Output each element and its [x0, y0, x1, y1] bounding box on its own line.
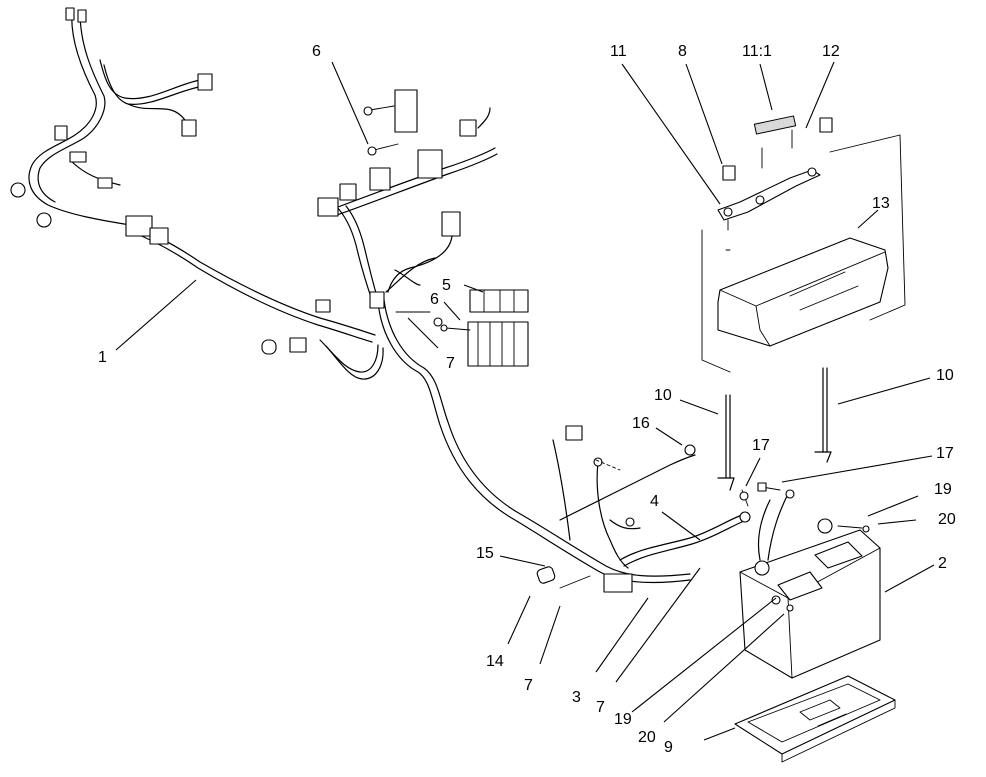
nut-icon: [807, 167, 817, 177]
callout-11: 11: [610, 43, 627, 60]
battery-terminal-icon: [754, 560, 770, 576]
callout-12: 12: [822, 43, 840, 60]
decal-icon: [753, 115, 797, 135]
callout-17-upper: 17: [752, 437, 770, 454]
callout-5: 5: [442, 277, 451, 294]
callout-11-1: 11:1: [742, 43, 772, 60]
callout-6-lower: 6: [430, 291, 439, 308]
fuse-icon: [536, 566, 556, 584]
callout-17-right: 17: [936, 445, 954, 462]
bolt-icon: [757, 482, 767, 492]
fuse-holder-icon: [603, 573, 633, 593]
relay-fuse-block: [395, 289, 529, 367]
screw-icon: [440, 324, 448, 332]
bolt-icon: [771, 595, 781, 605]
callout-2: 2: [938, 555, 947, 572]
leader-lines: [115, 61, 935, 741]
callout-19-lower: 19: [614, 711, 632, 728]
connector-icon: [565, 425, 583, 441]
callout-9: 9: [664, 739, 673, 756]
ring-terminal-icon: [593, 457, 603, 467]
grommet-icon: [36, 212, 52, 228]
callout-3: 3: [572, 689, 581, 706]
junction-block: [125, 215, 153, 237]
callout-16: 16: [632, 415, 650, 432]
callout-7-right: 7: [596, 699, 605, 716]
battery-tray: [734, 675, 896, 763]
connector-icon: [65, 7, 75, 21]
callout-7-left: 7: [524, 677, 533, 694]
bolt-icon: [739, 491, 749, 501]
screw-icon: [367, 146, 377, 156]
upper-harness-branch: [317, 89, 498, 293]
connector-icon: [197, 73, 213, 91]
connector-icon: [149, 227, 169, 245]
ring-terminal-icon: [684, 444, 696, 456]
grommet-icon: [10, 182, 26, 198]
callout-20-right: 20: [938, 511, 956, 528]
nut-icon: [862, 525, 870, 533]
clip-icon: [261, 339, 277, 355]
nut-icon: [723, 207, 733, 217]
callout-19-right: 19: [934, 481, 952, 498]
callout-15: 15: [476, 545, 494, 562]
connector-icon: [317, 197, 339, 217]
callout-7-upper: 7: [446, 355, 455, 372]
connector-icon: [289, 337, 307, 353]
connector-icon: [441, 211, 461, 237]
callout-10-right: 10: [936, 367, 954, 384]
clip-icon: [722, 165, 736, 181]
ring-terminal-icon: [785, 489, 795, 499]
callout-1: 1: [98, 349, 107, 366]
callout-20-lower: 20: [638, 729, 656, 746]
battery: [739, 518, 881, 679]
clip-icon: [819, 117, 833, 133]
connector-icon: [339, 183, 357, 201]
callout-14: 14: [486, 653, 504, 670]
connector-icon: [54, 125, 68, 141]
ring-terminal-icon: [739, 511, 751, 523]
battery-holddown-assembly: [701, 115, 906, 491]
main-wire-harness: [10, 7, 691, 584]
connector-icon: [181, 119, 197, 137]
connector-icon: [315, 299, 331, 313]
connector-icon: [77, 9, 87, 23]
screw-icon: [363, 106, 373, 116]
callout-labels: 1 2 3 4 5 6 6 7 7 7 8 9 10 10 11 11:1 12…: [98, 43, 956, 756]
battery-cables: [536, 425, 870, 593]
nut-icon: [786, 604, 794, 612]
connector-icon: [417, 149, 443, 179]
washer-icon: [433, 317, 443, 327]
callout-8: 8: [678, 43, 687, 60]
callout-13: 13: [872, 195, 890, 212]
connector-icon: [459, 119, 477, 137]
callout-4: 4: [650, 493, 659, 510]
ring-terminal-icon: [625, 517, 635, 527]
fuse-block: [467, 321, 529, 367]
connector-icon: [369, 291, 385, 309]
relay-icon: [469, 289, 529, 313]
connector-icon: [369, 167, 391, 191]
relay-bracket: [394, 89, 418, 133]
connector-icon: [69, 151, 87, 163]
nut-icon: [755, 195, 765, 205]
connector-icon: [97, 177, 113, 189]
callout-6-upper: 6: [312, 43, 321, 60]
callout-10-left: 10: [654, 387, 672, 404]
battery-terminal-icon: [817, 518, 833, 534]
